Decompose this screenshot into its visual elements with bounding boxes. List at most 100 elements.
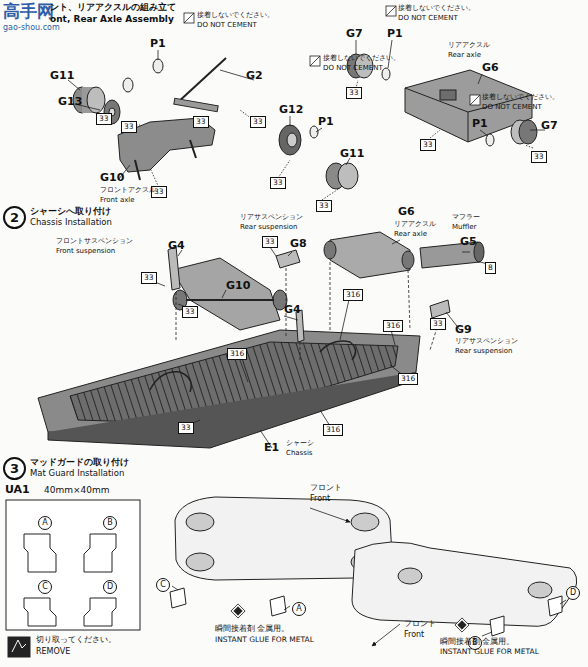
chassis-assembly-stroke: [168, 246, 180, 290]
mudguard-chassis-stroke: [270, 596, 286, 616]
note-text: 接着しないでください。: [482, 94, 559, 102]
paint-number: 8: [488, 263, 493, 272]
mudguard-chassis: [170, 497, 577, 636]
mudguard-leaders-stroke: [482, 632, 492, 636]
part-letter-circle: A: [292, 602, 306, 616]
step-heading: 2シャーシへ取り付けChassis Installation: [3, 206, 26, 229]
part-letter-circle: D: [103, 580, 117, 594]
note-text: フロント: [404, 620, 436, 629]
part-letter: D: [570, 589, 576, 597]
part-number: G8: [290, 238, 307, 250]
leader-lines-stroke: [103, 80, 533, 200]
note-text: シャーシ: [286, 440, 314, 448]
leader-lines: [68, 40, 545, 200]
part-number: G4: [284, 304, 301, 316]
paint-number-box: 33: [193, 116, 209, 128]
rear-axle-parts-stroke: [519, 120, 537, 144]
chassis-leaders-stroke: [176, 262, 440, 360]
mudguard-chassis-stroke: [528, 582, 552, 598]
mudguard-leaders-stroke: [284, 606, 290, 610]
paint-number: 33: [196, 117, 206, 126]
note-text: 高手网: [3, 2, 54, 21]
part-number: G4: [168, 240, 185, 252]
paint-number: 33: [423, 140, 433, 149]
note-text: リアサスペンション: [455, 338, 518, 346]
part-number: G6: [398, 206, 415, 218]
note-text: Front: [404, 631, 424, 640]
note-text: ント、リアアクスルの組み立て: [50, 3, 176, 13]
paint-number: 316: [326, 425, 340, 434]
chassis-assembly: [38, 232, 484, 448]
glue-icons-stroke: [234, 607, 242, 615]
leader-lines-stroke: [68, 50, 350, 180]
paint-number-box: 33: [531, 151, 547, 163]
chassis-assembly-stroke: [402, 251, 414, 269]
mudguard-chassis-stroke: [351, 513, 379, 531]
note-text: DO NOT CEMENT: [398, 15, 458, 23]
front-axle-parts-stroke: [135, 140, 196, 180]
part-number: G7: [541, 120, 558, 132]
note-text: フロント: [310, 484, 342, 493]
paint-number: 33: [181, 423, 191, 432]
part-number: E1: [264, 442, 279, 454]
paint-number: 33: [349, 88, 359, 97]
note-text: Chassis: [286, 450, 313, 458]
paint-number: 33: [99, 114, 109, 123]
part-number: G12: [279, 104, 303, 116]
part-number: G11: [50, 70, 74, 82]
note-text: 瞬間接着剤 金属用。: [440, 638, 514, 646]
mudguard-chassis-stroke: [170, 588, 186, 608]
note-text: Front suspension: [56, 248, 115, 256]
chassis-assembly-stroke: [276, 250, 300, 268]
glue-icons-stroke: [458, 621, 466, 629]
note-text: Front: [310, 495, 330, 504]
paint-number-box: 316: [343, 289, 363, 301]
note-text: 接着しないでください。: [197, 12, 274, 20]
paint-number-box: 33: [182, 306, 198, 318]
paint-number: 33: [534, 152, 544, 161]
paint-number-box: 33: [316, 200, 332, 212]
note-text: REMOVE: [36, 648, 70, 657]
note-text: 接着しないでください。: [323, 55, 400, 63]
note-text: INSTANT GLUE FOR METAL: [440, 648, 539, 656]
paint-number-box: 33: [121, 121, 137, 133]
paint-number-box: 33: [96, 113, 112, 125]
paint-number-box: 33: [141, 272, 157, 284]
paint-number: 316: [346, 290, 360, 299]
part-letter: D: [107, 583, 113, 591]
no-cement-icons-stroke: [184, 13, 194, 23]
mudguard-chassis-stroke: [186, 513, 214, 531]
note-text: ont, Rear Axle Assembly: [50, 15, 174, 25]
paint-number: 33: [144, 273, 154, 282]
note-text: 切り取ってください。: [36, 636, 116, 645]
note-text: Rear axle: [448, 52, 481, 60]
part-number: P1: [472, 118, 488, 130]
paint-number: 33: [273, 178, 283, 187]
paint-number-box: 33: [250, 116, 266, 128]
decal-sheet-stroke: [84, 598, 116, 626]
paint-number-box: 316: [227, 348, 247, 360]
note-text: DO NOT CEMENT: [197, 22, 257, 30]
note-text: Rear suspension: [240, 224, 297, 232]
note-text: Rear suspension: [455, 348, 512, 356]
chassis-assembly-stroke: [150, 341, 356, 392]
part-number: G11: [340, 148, 364, 160]
note-text: 接着しないでください。: [398, 5, 475, 13]
chassis-assembly-stroke: [324, 241, 336, 259]
no-cement-icons-stroke: [310, 56, 320, 66]
part-number: G10: [100, 172, 124, 184]
front-axle-parts-stroke: [176, 58, 226, 104]
note-text: フロントサスペンション: [56, 238, 133, 246]
part-letter-circle: B: [103, 516, 117, 530]
step-title: Chassis Installation: [30, 218, 112, 227]
glue-icons-stroke: [455, 618, 469, 632]
mudguard-leaders-stroke: [372, 624, 400, 646]
part-letter: B: [107, 519, 113, 527]
paint-number-box: 33: [346, 87, 362, 99]
paint-number-box: 33: [178, 422, 194, 434]
part-number: G2: [246, 70, 263, 82]
note-text: gao-shou.com: [3, 24, 60, 33]
front-axle-parts: [73, 58, 358, 189]
chassis-assembly-stroke: [172, 258, 280, 330]
note-text: Muffler: [452, 224, 476, 232]
